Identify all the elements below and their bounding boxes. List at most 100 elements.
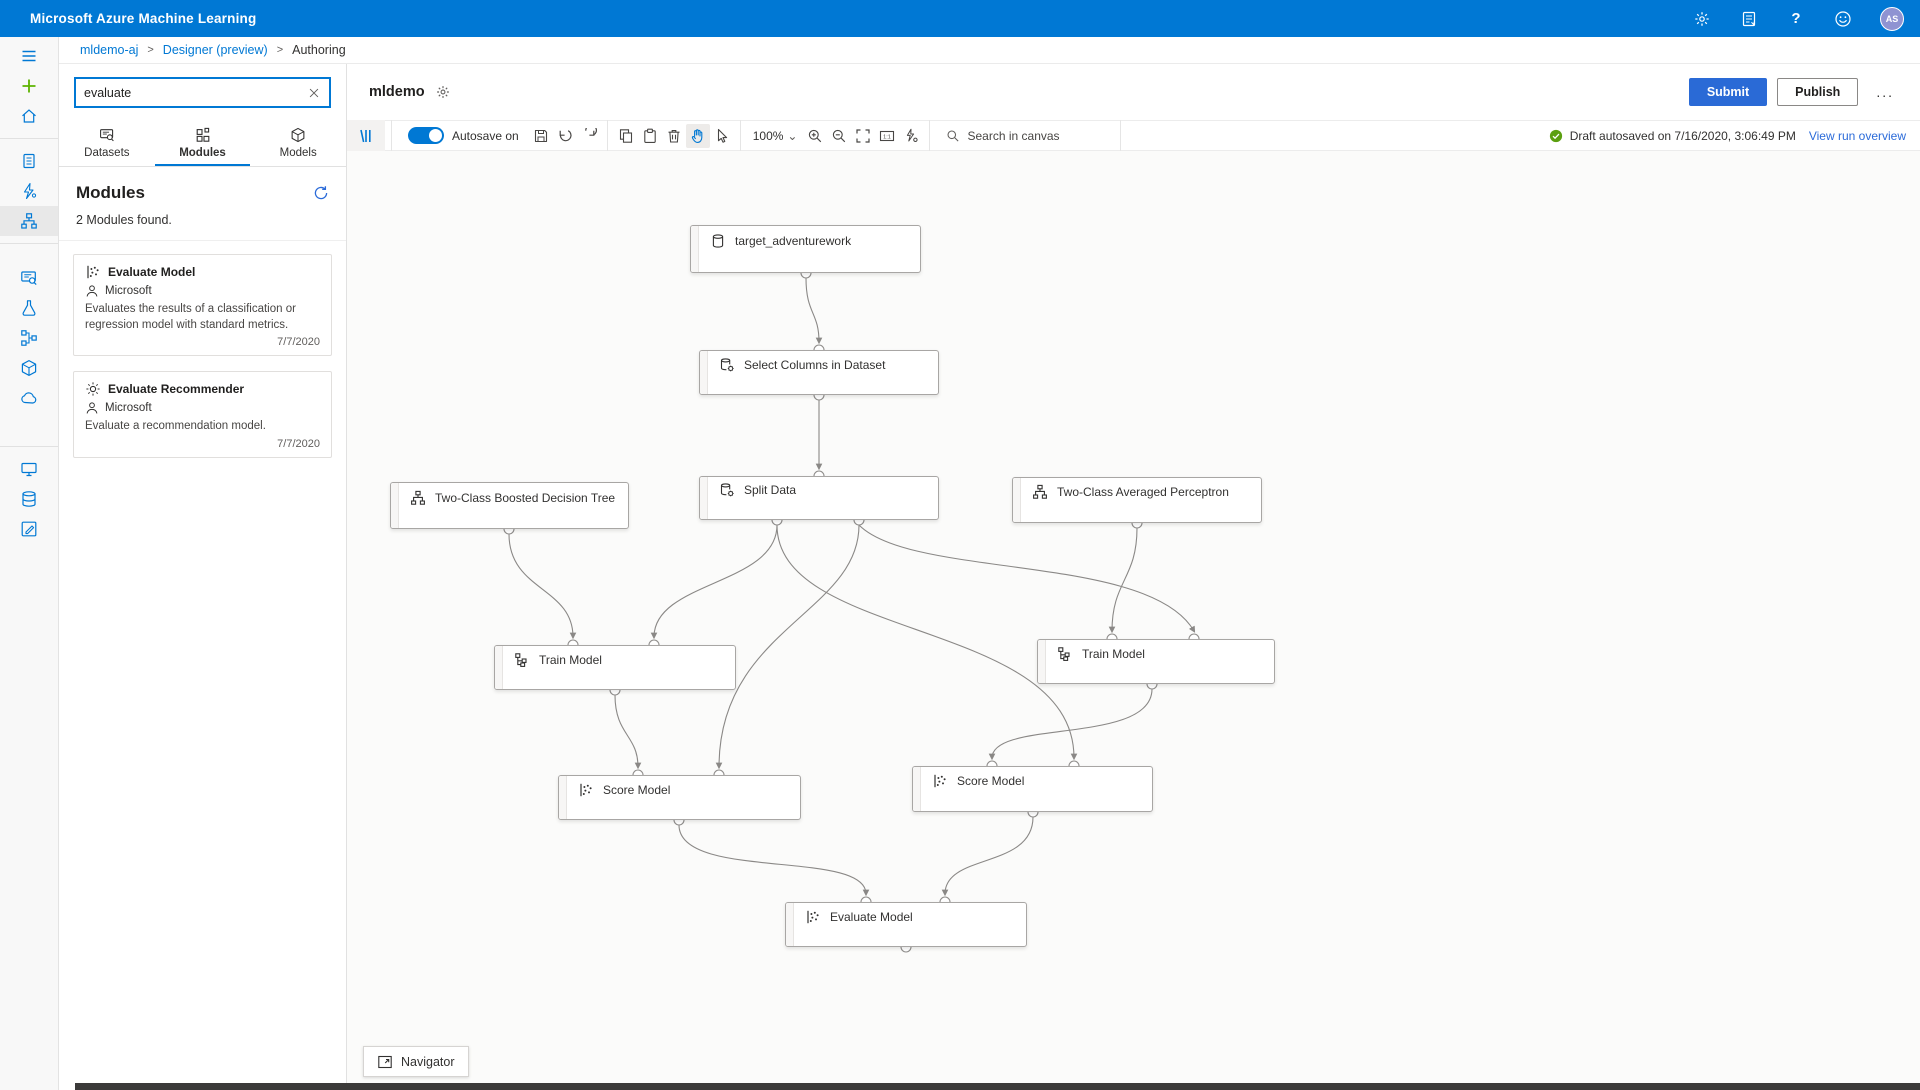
- pipeline-canvas[interactable]: target_adventurework Select Columns in D…: [347, 151, 1920, 1090]
- endpoints-icon[interactable]: [0, 383, 58, 413]
- node-score-model-right[interactable]: Score Model: [912, 766, 1153, 812]
- notebooks-icon[interactable]: [0, 146, 58, 176]
- autosave-label: Autosave on: [452, 128, 519, 143]
- compute-icon[interactable]: [0, 454, 58, 484]
- refresh-icon[interactable]: [313, 185, 329, 201]
- pipeline-settings-icon[interactable]: [436, 85, 450, 99]
- node-label: target_adventurework: [735, 234, 852, 248]
- data-labeling-icon[interactable]: [0, 514, 58, 544]
- graph-validate-icon[interactable]: [899, 124, 923, 148]
- copy-icon[interactable]: [614, 124, 638, 148]
- select-pointer-icon[interactable]: [710, 124, 734, 148]
- autosave-toggle[interactable]: [408, 127, 444, 144]
- node-split-data[interactable]: Split Data: [699, 476, 939, 520]
- clear-search-icon[interactable]: [307, 86, 321, 100]
- pan-hand-icon[interactable]: [685, 123, 710, 148]
- node-label: Train Model: [1082, 646, 1145, 661]
- train-model-icon: [514, 652, 530, 668]
- publish-button[interactable]: Publish: [1777, 78, 1859, 106]
- node-label: Evaluate Model: [830, 909, 913, 924]
- help-icon[interactable]: ?: [1791, 10, 1801, 27]
- chevron-right-icon: >: [276, 44, 284, 56]
- zoom-in-icon[interactable]: [803, 124, 827, 148]
- node-two-class-boosted-decision-tree[interactable]: Two-Class Boosted Decision Tree: [390, 482, 629, 529]
- module-card-title-row: Evaluate Model: [85, 264, 320, 280]
- experiments-icon[interactable]: [0, 293, 58, 323]
- breadcrumb: mldemo-aj > Designer (preview) > Authori…: [59, 37, 1920, 64]
- breadcrumb-designer[interactable]: Designer (preview): [162, 43, 268, 57]
- author-name: Microsoft: [105, 285, 152, 297]
- datasets-icon[interactable]: [0, 263, 58, 293]
- canvas-search-input[interactable]: [967, 128, 1098, 143]
- node-select-columns[interactable]: Select Columns in Dataset: [699, 350, 939, 395]
- delete-icon[interactable]: [662, 124, 686, 148]
- data-transform-icon: [719, 357, 735, 373]
- node-label: Select Columns in Dataset: [744, 357, 886, 372]
- release-notes-icon[interactable]: [1739, 9, 1759, 29]
- models-icon[interactable]: [0, 353, 58, 383]
- scatter-chart-icon: [578, 782, 594, 798]
- dataset-icon: [710, 233, 726, 249]
- tab-label: Models: [279, 147, 317, 159]
- tab-datasets[interactable]: Datasets: [59, 120, 155, 166]
- node-label: Two-Class Boosted Decision Tree: [435, 490, 616, 505]
- view-run-overview-link[interactable]: View run overview: [1808, 128, 1906, 143]
- redo-icon[interactable]: [577, 124, 601, 148]
- save-icon[interactable]: [529, 124, 553, 148]
- node-two-class-averaged-perceptron[interactable]: Two-Class Averaged Perceptron: [1012, 477, 1262, 523]
- node-train-model-right[interactable]: Train Model: [1037, 639, 1275, 684]
- hamburger-menu-icon[interactable]: [0, 41, 58, 71]
- topbar-actions: ? AS: [1692, 6, 1904, 31]
- horizontal-scrollbar[interactable]: [75, 1083, 1920, 1090]
- module-card-evaluate-model[interactable]: Evaluate Model Microsoft Evaluates the r…: [73, 254, 332, 357]
- navigator-button[interactable]: Navigator: [363, 1046, 469, 1077]
- toolbar-divider: [929, 120, 931, 151]
- zoom-reset-1-1-icon[interactable]: [875, 124, 899, 148]
- datastores-icon[interactable]: [0, 484, 58, 514]
- person-icon: [85, 401, 99, 415]
- tab-models[interactable]: Models: [250, 120, 346, 166]
- settings-icon[interactable]: [1692, 9, 1712, 29]
- train-model-icon: [1057, 646, 1073, 662]
- toolbar-divider: [606, 120, 608, 151]
- pipelines-icon[interactable]: [0, 323, 58, 353]
- tab-label: Datasets: [84, 147, 130, 159]
- node-target-adventurework[interactable]: target_adventurework: [690, 225, 921, 273]
- new-plus-icon[interactable]: [0, 71, 58, 101]
- avatar[interactable]: AS: [1880, 6, 1904, 31]
- pipeline-connections: [503, 267, 1200, 953]
- zoom-level-dropdown[interactable]: 100% ⌄: [753, 129, 798, 143]
- pipeline-actions: Submit Publish ...: [1688, 78, 1894, 106]
- more-options-icon[interactable]: ...: [1876, 84, 1894, 100]
- zoom-out-icon[interactable]: [827, 124, 851, 148]
- designer-icon[interactable]: [0, 206, 58, 236]
- rail-divider: [0, 243, 58, 244]
- scatter-chart-icon: [805, 909, 821, 925]
- module-card-evaluate-recommender[interactable]: Evaluate Recommender Microsoft Evaluate …: [73, 371, 332, 458]
- module-card-title: Evaluate Recommender: [108, 382, 245, 397]
- automated-ml-icon[interactable]: [0, 176, 58, 206]
- paste-icon[interactable]: [638, 124, 662, 148]
- module-card-title-row: Evaluate Recommender: [85, 381, 320, 397]
- undo-icon[interactable]: [553, 124, 577, 148]
- feedback-smiley-icon[interactable]: [1833, 9, 1853, 29]
- breadcrumb-workspace[interactable]: mldemo-aj: [80, 43, 139, 57]
- submit-button[interactable]: Submit: [1688, 78, 1768, 106]
- tab-label: Modules: [179, 147, 226, 159]
- home-icon[interactable]: [0, 101, 58, 131]
- autosave-status: Draft autosaved on 7/16/2020, 3:06:49 PM…: [1549, 129, 1906, 143]
- fit-to-screen-icon[interactable]: [851, 124, 875, 148]
- tab-modules[interactable]: Modules: [155, 120, 251, 166]
- node-evaluate-model[interactable]: Evaluate Model: [785, 902, 1027, 947]
- module-card-date: 7/7/2020: [277, 336, 320, 349]
- algorithm-tree-icon: [410, 490, 426, 506]
- palette-search-input[interactable]: [84, 85, 307, 100]
- app-title: Microsoft Azure Machine Learning: [30, 11, 257, 26]
- navigator-icon: [377, 1054, 393, 1070]
- module-library-icon[interactable]: [347, 120, 385, 151]
- scatter-chart-icon: [85, 264, 101, 280]
- palette-header: Modules: [59, 167, 346, 211]
- chevron-right-icon: >: [147, 44, 154, 56]
- node-score-model-left[interactable]: Score Model: [558, 775, 801, 820]
- node-train-model-left[interactable]: Train Model: [494, 645, 736, 690]
